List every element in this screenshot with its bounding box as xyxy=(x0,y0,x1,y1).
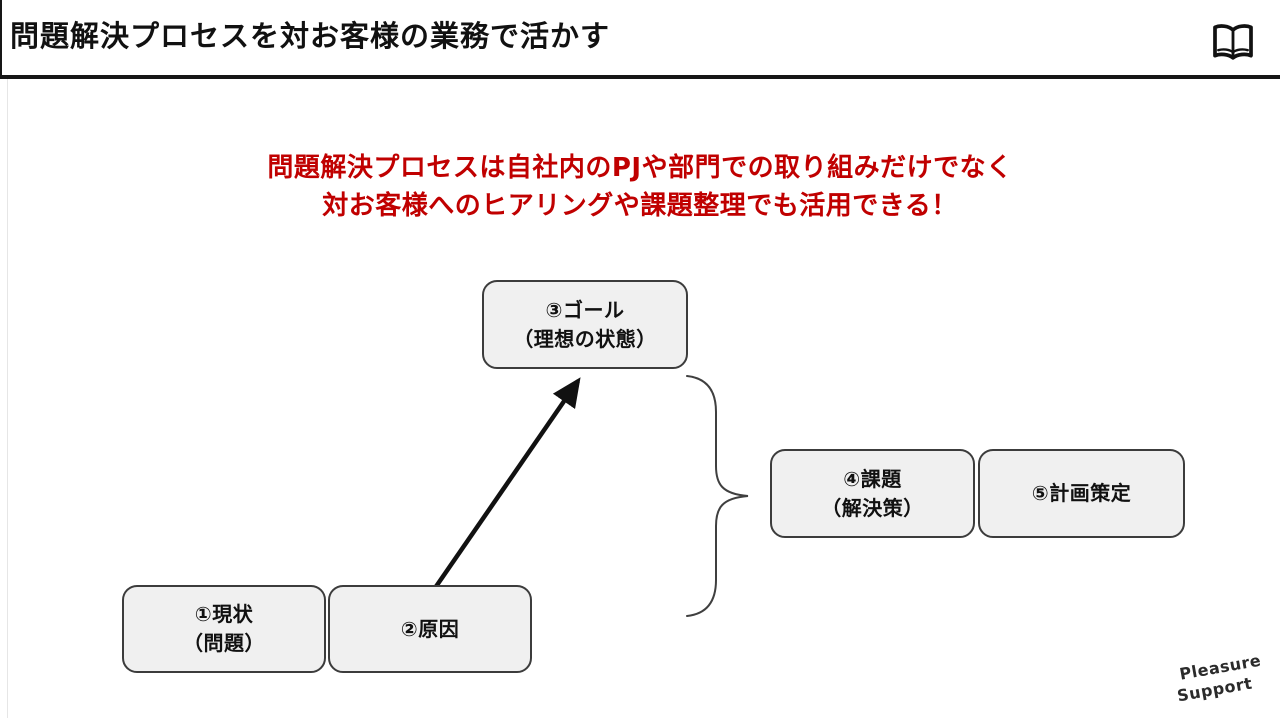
node-label: ④課題 xyxy=(843,466,902,491)
curly-brace xyxy=(686,375,749,617)
page-title: 問題解決プロセスを対お客様の業務で活かす xyxy=(10,19,611,53)
node-sublabel: （理想の状態） xyxy=(513,326,657,351)
node-label: ③ゴール xyxy=(545,297,625,322)
callout-text: 問題解決プロセスは自社内のPJや部門での取り組みだけでなく 対お客様へのヒアリン… xyxy=(0,149,1280,225)
node-label: ②原因 xyxy=(400,616,460,641)
logo-pleasure-support: Pleasure Support xyxy=(1173,651,1267,707)
node-sublabel: （解決策） xyxy=(821,495,924,520)
node-cause: ②原因 xyxy=(328,585,532,673)
left-faint-line xyxy=(7,79,8,718)
node-issue: ④課題 （解決策） xyxy=(770,449,975,538)
node-label: ⑤計画策定 xyxy=(1031,481,1132,505)
node-current-state: ①現状 （問題） xyxy=(122,585,326,673)
node-plan: ⑤計画策定 xyxy=(978,449,1185,538)
node-sublabel: （問題） xyxy=(183,631,265,655)
node-label: ①現状 xyxy=(194,602,254,626)
node-goal: ③ゴール （理想の状態） xyxy=(482,280,688,369)
open-book-icon xyxy=(1209,21,1257,63)
callout-line-1: 問題解決プロセスは自社内のPJや部門での取り組みだけでなく xyxy=(267,153,1013,183)
title-divider xyxy=(0,75,1280,79)
arrow-cause-to-goal xyxy=(433,377,581,590)
left-edge-line xyxy=(0,0,2,79)
callout-line-2: 対お客様へのヒアリングや課題整理でも活用できる！ xyxy=(322,191,958,221)
